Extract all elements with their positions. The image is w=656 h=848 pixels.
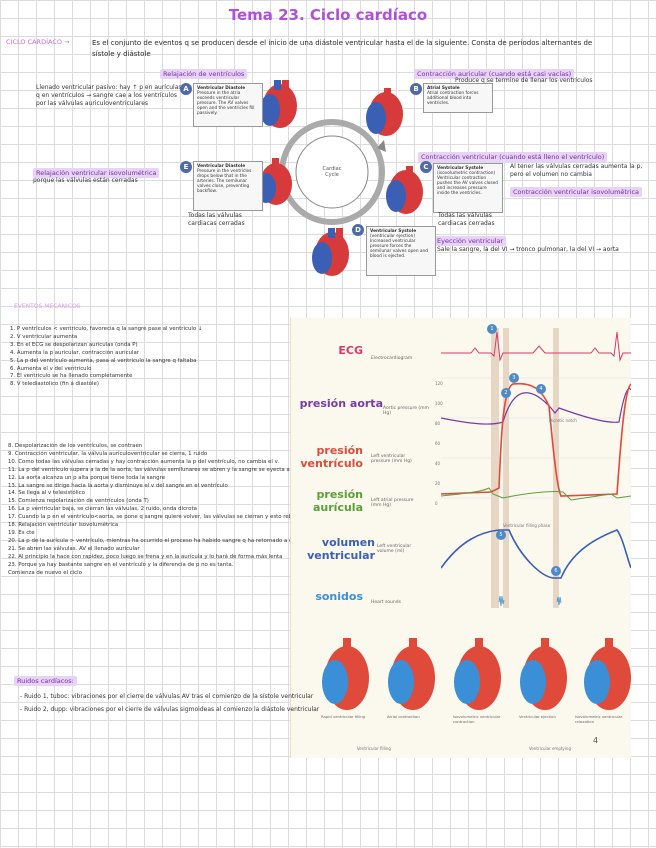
marker-badge: 3	[509, 373, 519, 383]
sounds-list: - Ruido 1, tuboc: vibraciones por el cie…	[20, 693, 350, 714]
heart-icon	[584, 638, 631, 710]
heart-phases	[321, 628, 631, 728]
axis-left-label: Ventricular filling	[357, 746, 391, 751]
heart-icon	[520, 638, 567, 710]
marker-badge: 6	[551, 566, 561, 576]
list-item: - Ruido 1, tuboc: vibraciones por el cie…	[20, 693, 350, 701]
list-item: 1. P ventrículos < ventrículo, favorecia…	[10, 326, 280, 334]
panel-text: Pressure in the ventricles drops below t…	[197, 169, 251, 194]
list-item: 3. En el ECG se despolarizan aurículas (…	[10, 342, 280, 350]
vent-contraction-label: Contracción ventricular (cuando está lle…	[418, 152, 607, 162]
list-item: 7. El ventrículo se ha llenado completam…	[10, 373, 280, 381]
marker-badge: 5	[496, 530, 506, 540]
atrium-sublabel: Left atrial pressure (mm Hg)	[371, 498, 421, 508]
panel-e: Ventricular Diastole Pressure in the ven…	[193, 161, 263, 211]
y-tick: 120	[435, 374, 443, 394]
sounds-sublabel: Heart sounds	[371, 600, 401, 605]
phase-label: Atrial contraction	[387, 714, 447, 719]
marker-badge: 4	[536, 384, 546, 394]
panel-c: Ventricular Systole (isovolumetric contr…	[433, 163, 503, 213]
heart-icon	[366, 88, 403, 136]
events-tag: EVENTOS MECÁNICOS	[14, 303, 81, 310]
panel-d-badge: D	[352, 224, 364, 236]
atrium-pressure-label: presión aurícula	[291, 488, 363, 514]
panel-text: Pressure in the atria exceeds ventricula…	[197, 91, 254, 116]
y-tick: 0	[435, 494, 443, 514]
aorta-pressure-label: presión aorta	[291, 397, 383, 410]
phase-band	[491, 328, 499, 608]
iso-relaxation-note: porque las válvulas están cerradas	[33, 177, 183, 185]
ventricle-pressure-label: presión ventrículo	[291, 444, 363, 470]
page-number: 4	[593, 736, 598, 745]
heart-icon	[312, 228, 349, 276]
volume-sublabel: Left ventricular volume (ml)	[377, 544, 427, 554]
panel-a-badge: A	[180, 83, 192, 95]
ejection-note: Sale la sangre, la del VI → tronco pulmo…	[437, 246, 637, 254]
axis-right-label: Ventricular emptying	[529, 746, 571, 751]
aorta-sublabel: Aortic pressure (mm Hg)	[383, 406, 431, 416]
marker-badge: 2	[501, 388, 511, 398]
ecg-sublabel: Electrocardiogram	[371, 356, 412, 361]
panel-text: (isovolumetric contraction) Ventricular …	[437, 171, 498, 196]
panel-text: (ventricular ejection) Increased ventric…	[370, 234, 428, 259]
ventricular-volume-label: volumen ventricular	[291, 536, 375, 562]
ecg-trace	[441, 332, 631, 360]
panel-b-badge: B	[410, 83, 422, 95]
list-item: 2. V ventricular aumenta	[10, 334, 280, 342]
aorta-trace	[441, 389, 631, 425]
valves-closed-left: Todas las válvulas cardiacas cerradas	[188, 212, 268, 228]
y-tick: 40	[435, 454, 443, 474]
definition-text: Es el conjunto de eventos q se producen …	[92, 38, 612, 60]
y-tick: 80	[435, 414, 443, 434]
phase-label: Isovolumetric ventricular contraction	[453, 714, 513, 724]
sounds-label: sonidos	[291, 590, 363, 603]
valves-closed-right: Todas las válvulas cardiacas cerradas	[438, 212, 518, 228]
panel-a: Ventricular Diastole Pressure in the atr…	[193, 83, 263, 127]
list-item: - Ruido 2, dupp: vibraciones por el cier…	[20, 706, 350, 714]
events-list-a: 1. P ventrículos < ventrículo, favorecia…	[10, 326, 280, 389]
marker-badge: 1	[487, 324, 497, 334]
y-tick: 100	[435, 394, 443, 414]
phase-label: Isovolumetric ventricular relaxation	[575, 714, 627, 724]
heart-icon	[388, 638, 435, 710]
phase-label: Rapid ventricular filling	[321, 714, 381, 719]
heart-icon	[454, 638, 501, 710]
heart-icon	[260, 80, 297, 128]
panel-d: Ventricular Systole (ventricular ejectio…	[366, 226, 436, 276]
cycle-center-label: Cardiac Cycle	[318, 166, 346, 178]
list-item: 6. Aumenta el v del ventrículo	[10, 366, 280, 374]
vent-contraction-note: Al tener las válvulas cerradas aumenta l…	[510, 163, 650, 179]
panel-e-badge: E	[180, 161, 192, 173]
y-ticks: 120 100 80 60 40 20 0	[435, 374, 443, 514]
sounds-title: Ruidos cardíacos:	[14, 676, 77, 686]
iso-contraction-label: Contracción ventricular isovolumétrica	[510, 187, 642, 197]
volume-trace	[441, 530, 631, 578]
annotation: Dicrotic notch	[549, 418, 577, 423]
ecg-label: ECG	[291, 344, 363, 357]
list-item: 4. Aumenta la p auricular, contracción a…	[10, 350, 280, 358]
y-tick: 60	[435, 434, 443, 454]
annotation: Ventricular filling phase	[503, 523, 550, 528]
list-item: 8. V telediastólico (fin á diastóle)	[10, 381, 280, 389]
ejection-label: Eyección ventricular	[434, 236, 506, 246]
heart-icon	[386, 166, 423, 214]
y-tick: 20	[435, 474, 443, 494]
phase-label: Ventricular ejection	[519, 714, 569, 719]
list-item: 5. La p del ventrículo aumenta, pasa al …	[10, 358, 280, 366]
ventricle-sublabel: Left ventricular pressure (mm Hg)	[371, 454, 421, 464]
relaxation-note: Llenado ventricular pasivo: hay ↑ p en a…	[36, 84, 186, 108]
wiggers-curves	[441, 318, 631, 618]
panel-c-badge: C	[420, 161, 432, 173]
ventricle-trace	[441, 384, 631, 496]
panel-b: Atrial Systole Atrial contraction forces…	[423, 83, 493, 113]
phase-band	[503, 328, 509, 608]
definition-tag: CICLO CARDÍACO →	[6, 38, 70, 46]
wiggers-diagram: ECG Electrocardiogram presión aorta Aort…	[290, 318, 631, 758]
page-title: Tema 23. Ciclo cardíaco	[0, 6, 656, 24]
panel-text: Atrial contraction forces additional blo…	[427, 91, 479, 106]
